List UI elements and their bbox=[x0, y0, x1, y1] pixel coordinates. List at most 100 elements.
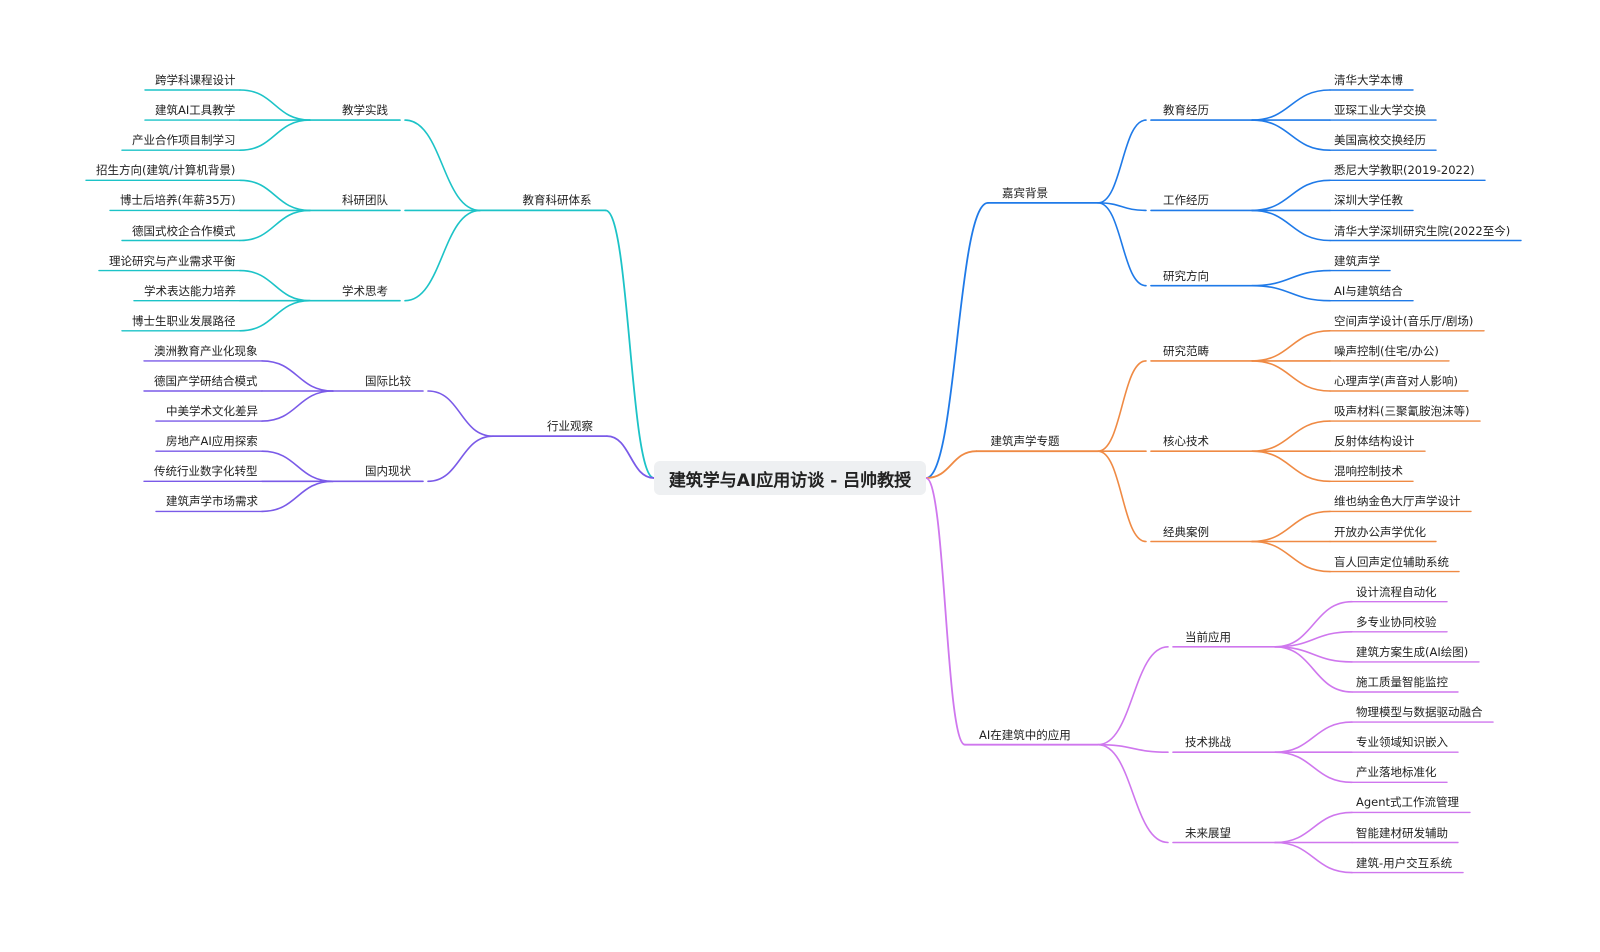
leaf-connector bbox=[239, 269, 311, 302]
main-topic[interactable]: 教育科研体系 bbox=[522, 193, 592, 208]
leaf-node[interactable]: 施工质量智能监控 bbox=[1356, 675, 1448, 689]
leaf-node[interactable]: 噪声控制(住宅/办公) bbox=[1334, 343, 1439, 358]
leaf-connector bbox=[1274, 646, 1353, 693]
sub-connector bbox=[1097, 202, 1147, 212]
sub-topic[interactable]: 当前应用 bbox=[1185, 629, 1231, 644]
leaf-connector bbox=[1274, 721, 1353, 753]
leaf-node[interactable]: 维也纳金色大厅声学设计 bbox=[1334, 494, 1461, 509]
sub-connector bbox=[427, 435, 494, 483]
leaf-node[interactable]: 专业领域知识嵌入 bbox=[1356, 735, 1448, 750]
leaf-node[interactable]: 建筑-用户交互系统 bbox=[1356, 855, 1453, 870]
leaf-node[interactable]: 建筑声学 bbox=[1334, 253, 1380, 268]
root-topic[interactable]: 建筑学与AI应用访谈 - 吕帅教授 bbox=[654, 461, 926, 495]
sub-connector bbox=[404, 119, 481, 212]
leaf-node[interactable]: 物理模型与数据驱动融合 bbox=[1356, 705, 1483, 720]
leaf-node[interactable]: 德国产学研结合模式 bbox=[154, 374, 258, 388]
leaf-connector bbox=[1251, 360, 1331, 392]
leaf-connector bbox=[1274, 751, 1353, 784]
sub-topic[interactable]: 核心技术 bbox=[1163, 434, 1209, 449]
leaf-connector bbox=[261, 390, 334, 422]
main-topic[interactable]: AI在建筑中的应用 bbox=[979, 727, 1071, 742]
leaf-node[interactable]: 博士生职业发展路径 bbox=[132, 313, 236, 328]
leaf-connector bbox=[1251, 179, 1331, 212]
leaf-node[interactable]: 反射体结构设计 bbox=[1334, 434, 1415, 449]
leaf-node[interactable]: 吸声材料(三聚氰胺泡沫等) bbox=[1334, 404, 1470, 419]
sub-topic[interactable]: 研究范畴 bbox=[1163, 343, 1209, 358]
leaf-connector bbox=[1251, 89, 1331, 121]
leaf-connector bbox=[1251, 330, 1331, 362]
leaf-node[interactable]: 产业落地标准化 bbox=[1356, 765, 1437, 780]
leaf-connector bbox=[1274, 600, 1353, 648]
leaf-connector bbox=[1274, 646, 1353, 663]
leaf-connector bbox=[1251, 450, 1331, 483]
leaf-connector bbox=[1251, 540, 1331, 573]
leaf-node[interactable]: 澳洲教育产业化现象 bbox=[154, 343, 258, 358]
leaf-node[interactable]: 房地产AI应用探索 bbox=[166, 434, 258, 449]
main-topic[interactable]: 行业观察 bbox=[547, 419, 593, 434]
sub-topic[interactable]: 科研团队 bbox=[342, 193, 388, 208]
leaf-connector bbox=[1251, 209, 1331, 242]
leaf-node[interactable]: 博士后培养(年薪35万) bbox=[120, 193, 236, 208]
sub-connector bbox=[1097, 450, 1147, 543]
main-topic[interactable]: 嘉宾背景 bbox=[1002, 185, 1048, 200]
leaf-node[interactable]: 清华大学深圳研究生院(2022至今) bbox=[1334, 223, 1511, 238]
sub-connector bbox=[1097, 119, 1147, 204]
sub-topic[interactable]: 未来展望 bbox=[1185, 825, 1231, 840]
sub-topic[interactable]: 研究方向 bbox=[1163, 268, 1209, 283]
leaf-node[interactable]: 清华大学本博 bbox=[1334, 73, 1403, 87]
leaf-connector bbox=[239, 119, 311, 151]
leaf-node[interactable]: 建筑声学市场需求 bbox=[166, 494, 258, 509]
sub-topic[interactable]: 教学实践 bbox=[342, 103, 388, 118]
sub-connector bbox=[1097, 743, 1169, 753]
sub-topic[interactable]: 国际比较 bbox=[365, 374, 411, 388]
sub-topic[interactable]: 教育经历 bbox=[1163, 103, 1209, 118]
leaf-node[interactable]: 产业合作项目制学习 bbox=[132, 133, 236, 148]
leaf-node[interactable]: 深圳大学任教 bbox=[1334, 193, 1403, 208]
leaf-node[interactable]: 空间声学设计(音乐厅/剧场) bbox=[1334, 313, 1474, 328]
leaf-node[interactable]: 悉尼大学教职(2019-2022) bbox=[1334, 163, 1475, 178]
leaf-connector bbox=[1251, 119, 1331, 151]
leaf-node[interactable]: 心理声学(声音对人影响) bbox=[1334, 374, 1458, 388]
sub-connector bbox=[1097, 202, 1147, 287]
leaf-connector bbox=[239, 179, 311, 212]
leaf-node[interactable]: 亚琛工业大学交换 bbox=[1334, 103, 1426, 118]
leaf-node[interactable]: 德国式校企合作模式 bbox=[132, 223, 236, 238]
leaf-node[interactable]: 招生方向(建筑/计算机背景) bbox=[96, 163, 236, 178]
leaf-node[interactable]: 盲人回声定位辅助系统 bbox=[1334, 554, 1449, 569]
leaf-connector bbox=[1251, 269, 1331, 287]
leaf-node[interactable]: 智能建材研发辅助 bbox=[1356, 825, 1448, 840]
main-topic[interactable]: 建筑声学专题 bbox=[990, 434, 1060, 449]
leaf-node[interactable]: 混响控制技术 bbox=[1334, 464, 1403, 479]
sub-topic[interactable]: 技术挑战 bbox=[1185, 735, 1231, 750]
leaf-connector bbox=[1274, 841, 1353, 874]
root-connector bbox=[925, 201, 989, 479]
leaf-connector bbox=[1251, 284, 1331, 302]
sub-topic[interactable]: 国内现状 bbox=[365, 464, 411, 479]
leaf-node[interactable]: 美国高校交换经历 bbox=[1334, 133, 1426, 148]
leaf-connector bbox=[261, 480, 334, 513]
leaf-node[interactable]: AI与建筑结合 bbox=[1334, 283, 1403, 298]
leaf-connector bbox=[1274, 811, 1353, 844]
leaf-node[interactable]: Agent式工作流管理 bbox=[1356, 795, 1460, 810]
sub-topic[interactable]: 工作经历 bbox=[1163, 193, 1209, 208]
leaf-node[interactable]: 多专业协同校验 bbox=[1356, 614, 1437, 629]
leaf-node[interactable]: 开放办公声学优化 bbox=[1334, 524, 1426, 539]
leaf-node[interactable]: 学术表达能力培养 bbox=[144, 283, 236, 298]
sub-connector bbox=[1097, 360, 1147, 452]
root-connector bbox=[604, 209, 655, 479]
sub-connector bbox=[1097, 743, 1169, 844]
leaf-connector bbox=[261, 360, 334, 392]
sub-connector bbox=[427, 390, 494, 437]
sub-topic[interactable]: 学术思考 bbox=[342, 283, 388, 298]
leaf-node[interactable]: 理论研究与产业需求平衡 bbox=[109, 253, 236, 268]
leaf-node[interactable]: 中美学术文化差异 bbox=[166, 404, 258, 419]
sub-connector bbox=[1097, 646, 1169, 746]
leaf-node[interactable]: 建筑AI工具教学 bbox=[155, 103, 236, 118]
root-connector bbox=[925, 477, 966, 746]
leaf-node[interactable]: 传统行业数字化转型 bbox=[154, 464, 258, 479]
leaf-node[interactable]: 跨学科课程设计 bbox=[155, 73, 236, 87]
sub-topic[interactable]: 经典案例 bbox=[1163, 524, 1209, 539]
leaf-node[interactable]: 建筑方案生成(AI绘图) bbox=[1356, 644, 1469, 659]
leaf-node[interactable]: 设计流程自动化 bbox=[1356, 584, 1437, 599]
